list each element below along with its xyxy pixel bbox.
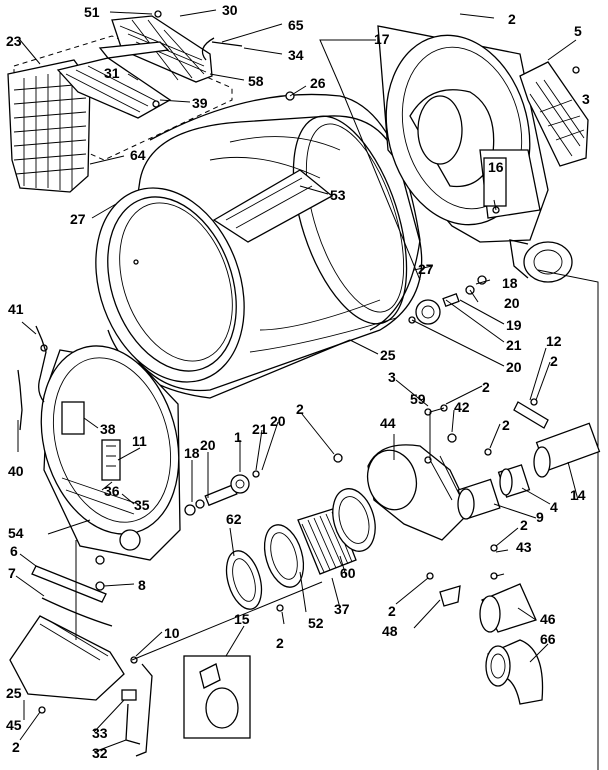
label-35: 35 xyxy=(134,497,150,513)
label-12: 12 xyxy=(546,333,562,349)
label-52: 52 xyxy=(308,615,324,631)
label-43: 43 xyxy=(516,539,532,555)
label-32: 32 xyxy=(92,745,108,761)
vent-duct-parts xyxy=(426,544,544,705)
label-8: 8 xyxy=(138,577,146,593)
label-3-top: 3 xyxy=(582,91,590,107)
label-39: 39 xyxy=(192,95,208,111)
label-27-lower: 27 xyxy=(418,261,434,277)
blower-assembly xyxy=(225,404,492,610)
label-19: 19 xyxy=(506,317,522,333)
lint-filter-assembly xyxy=(7,10,243,193)
label-18-left: 18 xyxy=(184,445,200,461)
label-20-d: 20 xyxy=(270,413,286,429)
label-2-bottom-left: 2 xyxy=(12,739,20,755)
front-bulkhead-assembly xyxy=(17,325,181,565)
label-30: 30 xyxy=(222,2,238,18)
roller-support-parts xyxy=(408,275,487,325)
drum-assembly xyxy=(95,91,423,399)
label-31: 31 xyxy=(104,65,120,81)
label-4: 4 xyxy=(550,499,558,515)
label-21-b: 21 xyxy=(252,421,268,437)
label-20-c: 20 xyxy=(200,437,216,453)
label-51: 51 xyxy=(84,4,100,20)
part-number-labels: 51 30 65 34 23 31 58 39 64 27 26 53 2 17… xyxy=(6,2,590,761)
label-64: 64 xyxy=(130,147,146,163)
label-60: 60 xyxy=(340,565,356,581)
label-25-lower: 25 xyxy=(6,685,22,701)
hardware-kit-box xyxy=(183,655,251,739)
label-27-upper: 27 xyxy=(70,211,86,227)
label-26: 26 xyxy=(310,75,326,91)
label-59: 59 xyxy=(410,391,426,407)
label-34: 34 xyxy=(288,47,304,63)
rear-bulkhead-assembly xyxy=(377,25,599,770)
label-54: 54 xyxy=(8,525,24,541)
label-2-mid-right: 2 xyxy=(482,379,490,395)
label-44: 44 xyxy=(380,415,396,431)
label-11: 11 xyxy=(132,433,147,449)
label-18-right: 18 xyxy=(502,275,518,291)
label-2-lower-mid: 2 xyxy=(276,635,284,651)
label-66: 66 xyxy=(540,631,556,647)
idler-parts xyxy=(184,453,343,516)
label-42: 42 xyxy=(454,399,470,415)
label-20-b: 20 xyxy=(506,359,522,375)
label-15: 15 xyxy=(234,611,250,627)
label-2-near-12: 2 xyxy=(502,417,510,433)
label-53: 53 xyxy=(330,187,346,203)
label-10: 10 xyxy=(164,625,180,641)
label-46: 46 xyxy=(540,611,556,627)
label-21-a: 21 xyxy=(506,337,522,353)
label-33: 33 xyxy=(92,725,108,741)
label-2-right: 2 xyxy=(550,353,558,369)
label-25: 25 xyxy=(380,347,396,363)
label-40: 40 xyxy=(8,463,24,479)
label-45: 45 xyxy=(6,717,22,733)
label-2-mid: 2 xyxy=(296,401,304,417)
label-48: 48 xyxy=(382,623,398,639)
label-20-a: 20 xyxy=(504,295,520,311)
lower-front-parts xyxy=(9,540,323,757)
label-1: 1 xyxy=(234,429,242,445)
label-5: 5 xyxy=(574,23,582,39)
label-37: 37 xyxy=(334,601,350,617)
label-38: 38 xyxy=(100,421,116,437)
label-7: 7 xyxy=(8,565,16,581)
label-14: 14 xyxy=(570,487,586,503)
label-16: 16 xyxy=(488,159,504,175)
label-2-bottom-right: 2 xyxy=(388,603,396,619)
label-36: 36 xyxy=(104,483,120,499)
label-2-top: 2 xyxy=(508,11,516,27)
exhaust-duct-parts xyxy=(457,398,601,520)
label-3-mid: 3 xyxy=(388,369,396,385)
label-41: 41 xyxy=(8,301,24,317)
label-58: 58 xyxy=(248,73,264,89)
label-6: 6 xyxy=(10,543,18,559)
label-62: 62 xyxy=(226,511,242,527)
label-23: 23 xyxy=(6,33,22,49)
label-2-lower-right: 2 xyxy=(520,517,528,533)
label-9: 9 xyxy=(536,509,544,525)
leader-lines xyxy=(15,9,579,753)
label-17: 17 xyxy=(374,31,390,47)
label-65: 65 xyxy=(288,17,304,33)
